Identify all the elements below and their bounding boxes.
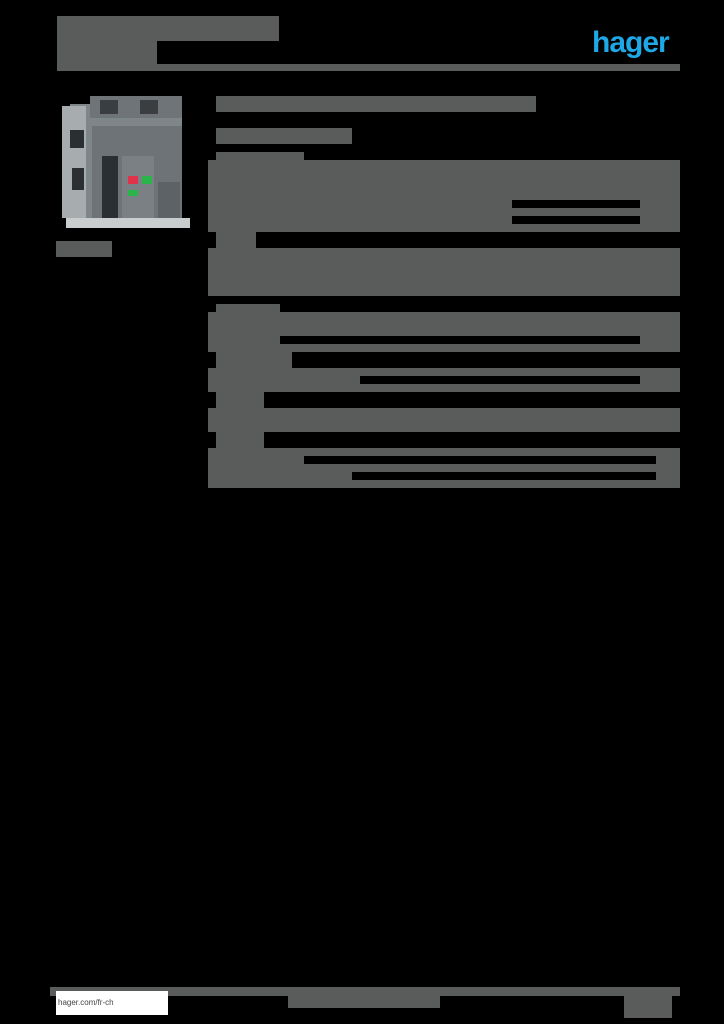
product-title	[216, 96, 536, 112]
section-heading-6	[216, 432, 264, 448]
header-divider	[57, 64, 680, 71]
footer-divider	[50, 987, 680, 996]
product-caption	[56, 241, 112, 257]
product-image	[62, 96, 190, 228]
footer-center-text	[288, 996, 440, 1008]
section-heading-1	[216, 152, 304, 162]
header-subtitle	[57, 41, 157, 66]
section-heading-4	[216, 352, 292, 368]
section-heading-2	[216, 232, 256, 248]
hager-logo: hager	[592, 26, 670, 59]
footer-page-number	[624, 996, 672, 1018]
header-title	[57, 16, 279, 41]
spec-table-5	[208, 408, 680, 432]
section-heading-3	[216, 304, 280, 314]
spec-table-3	[208, 312, 680, 352]
air-circuit-breaker-icon	[62, 96, 190, 228]
website-link[interactable]: hager.com/fr-ch	[56, 991, 168, 1015]
spec-table-2	[208, 248, 680, 296]
product-reference	[216, 128, 352, 144]
spec-table-6	[208, 448, 680, 488]
section-heading-5	[216, 392, 264, 408]
